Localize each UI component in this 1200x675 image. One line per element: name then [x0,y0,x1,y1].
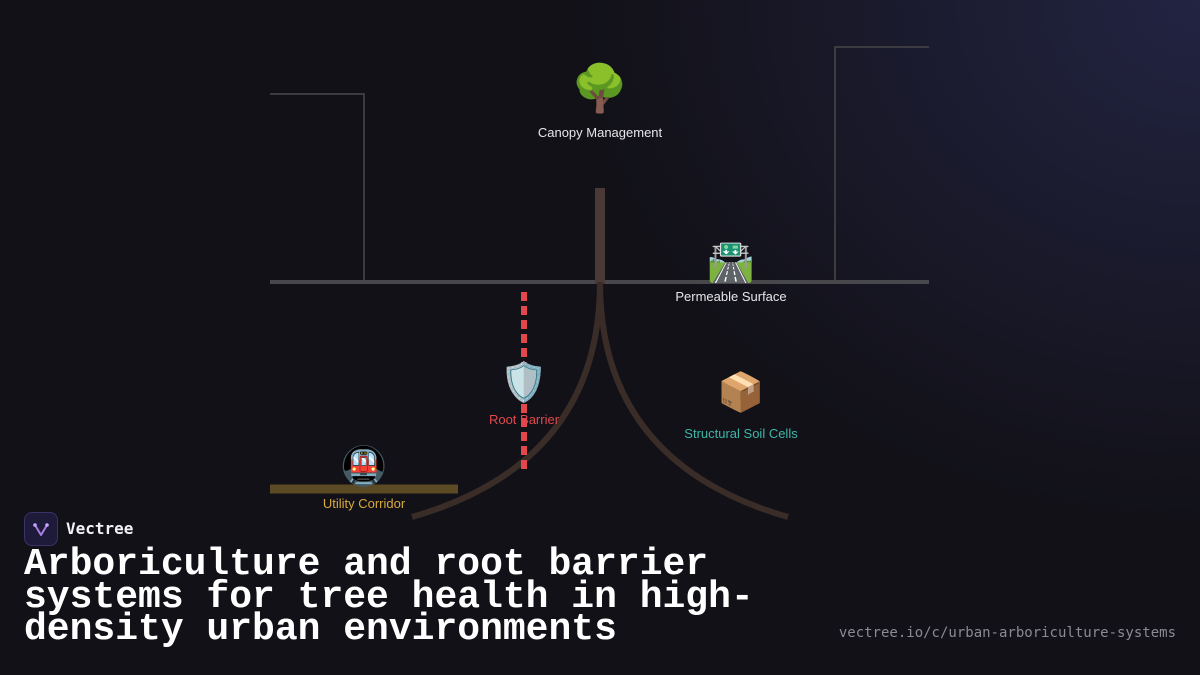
building-left [270,93,365,282]
metro-icon: 🚇 [340,444,388,488]
road-icon: 🛣️ [707,240,755,284]
tree-icon: 🌳 [571,61,629,115]
permeable-label: Permeable Surface [675,289,787,304]
shield-icon: 🛡️ [500,360,548,404]
root-left [411,281,603,520]
source-url: vectree.io/c/urban-arboriculture-systems [838,625,1176,641]
package-icon: 📦 [717,370,765,414]
canopy-label: Canopy Management [537,125,663,140]
building-right [834,46,929,282]
vectree-logo-icon [24,512,58,546]
root-right [597,281,789,520]
root-barrier-label: Root Barrier [488,412,560,427]
utility-label: Utility Corridor [322,496,406,511]
page-title: Arboriculture and root barrier systems f… [24,543,754,651]
soil-cells-label: Structural Soil Cells [684,426,798,441]
brand-name: Vectree [66,519,134,538]
